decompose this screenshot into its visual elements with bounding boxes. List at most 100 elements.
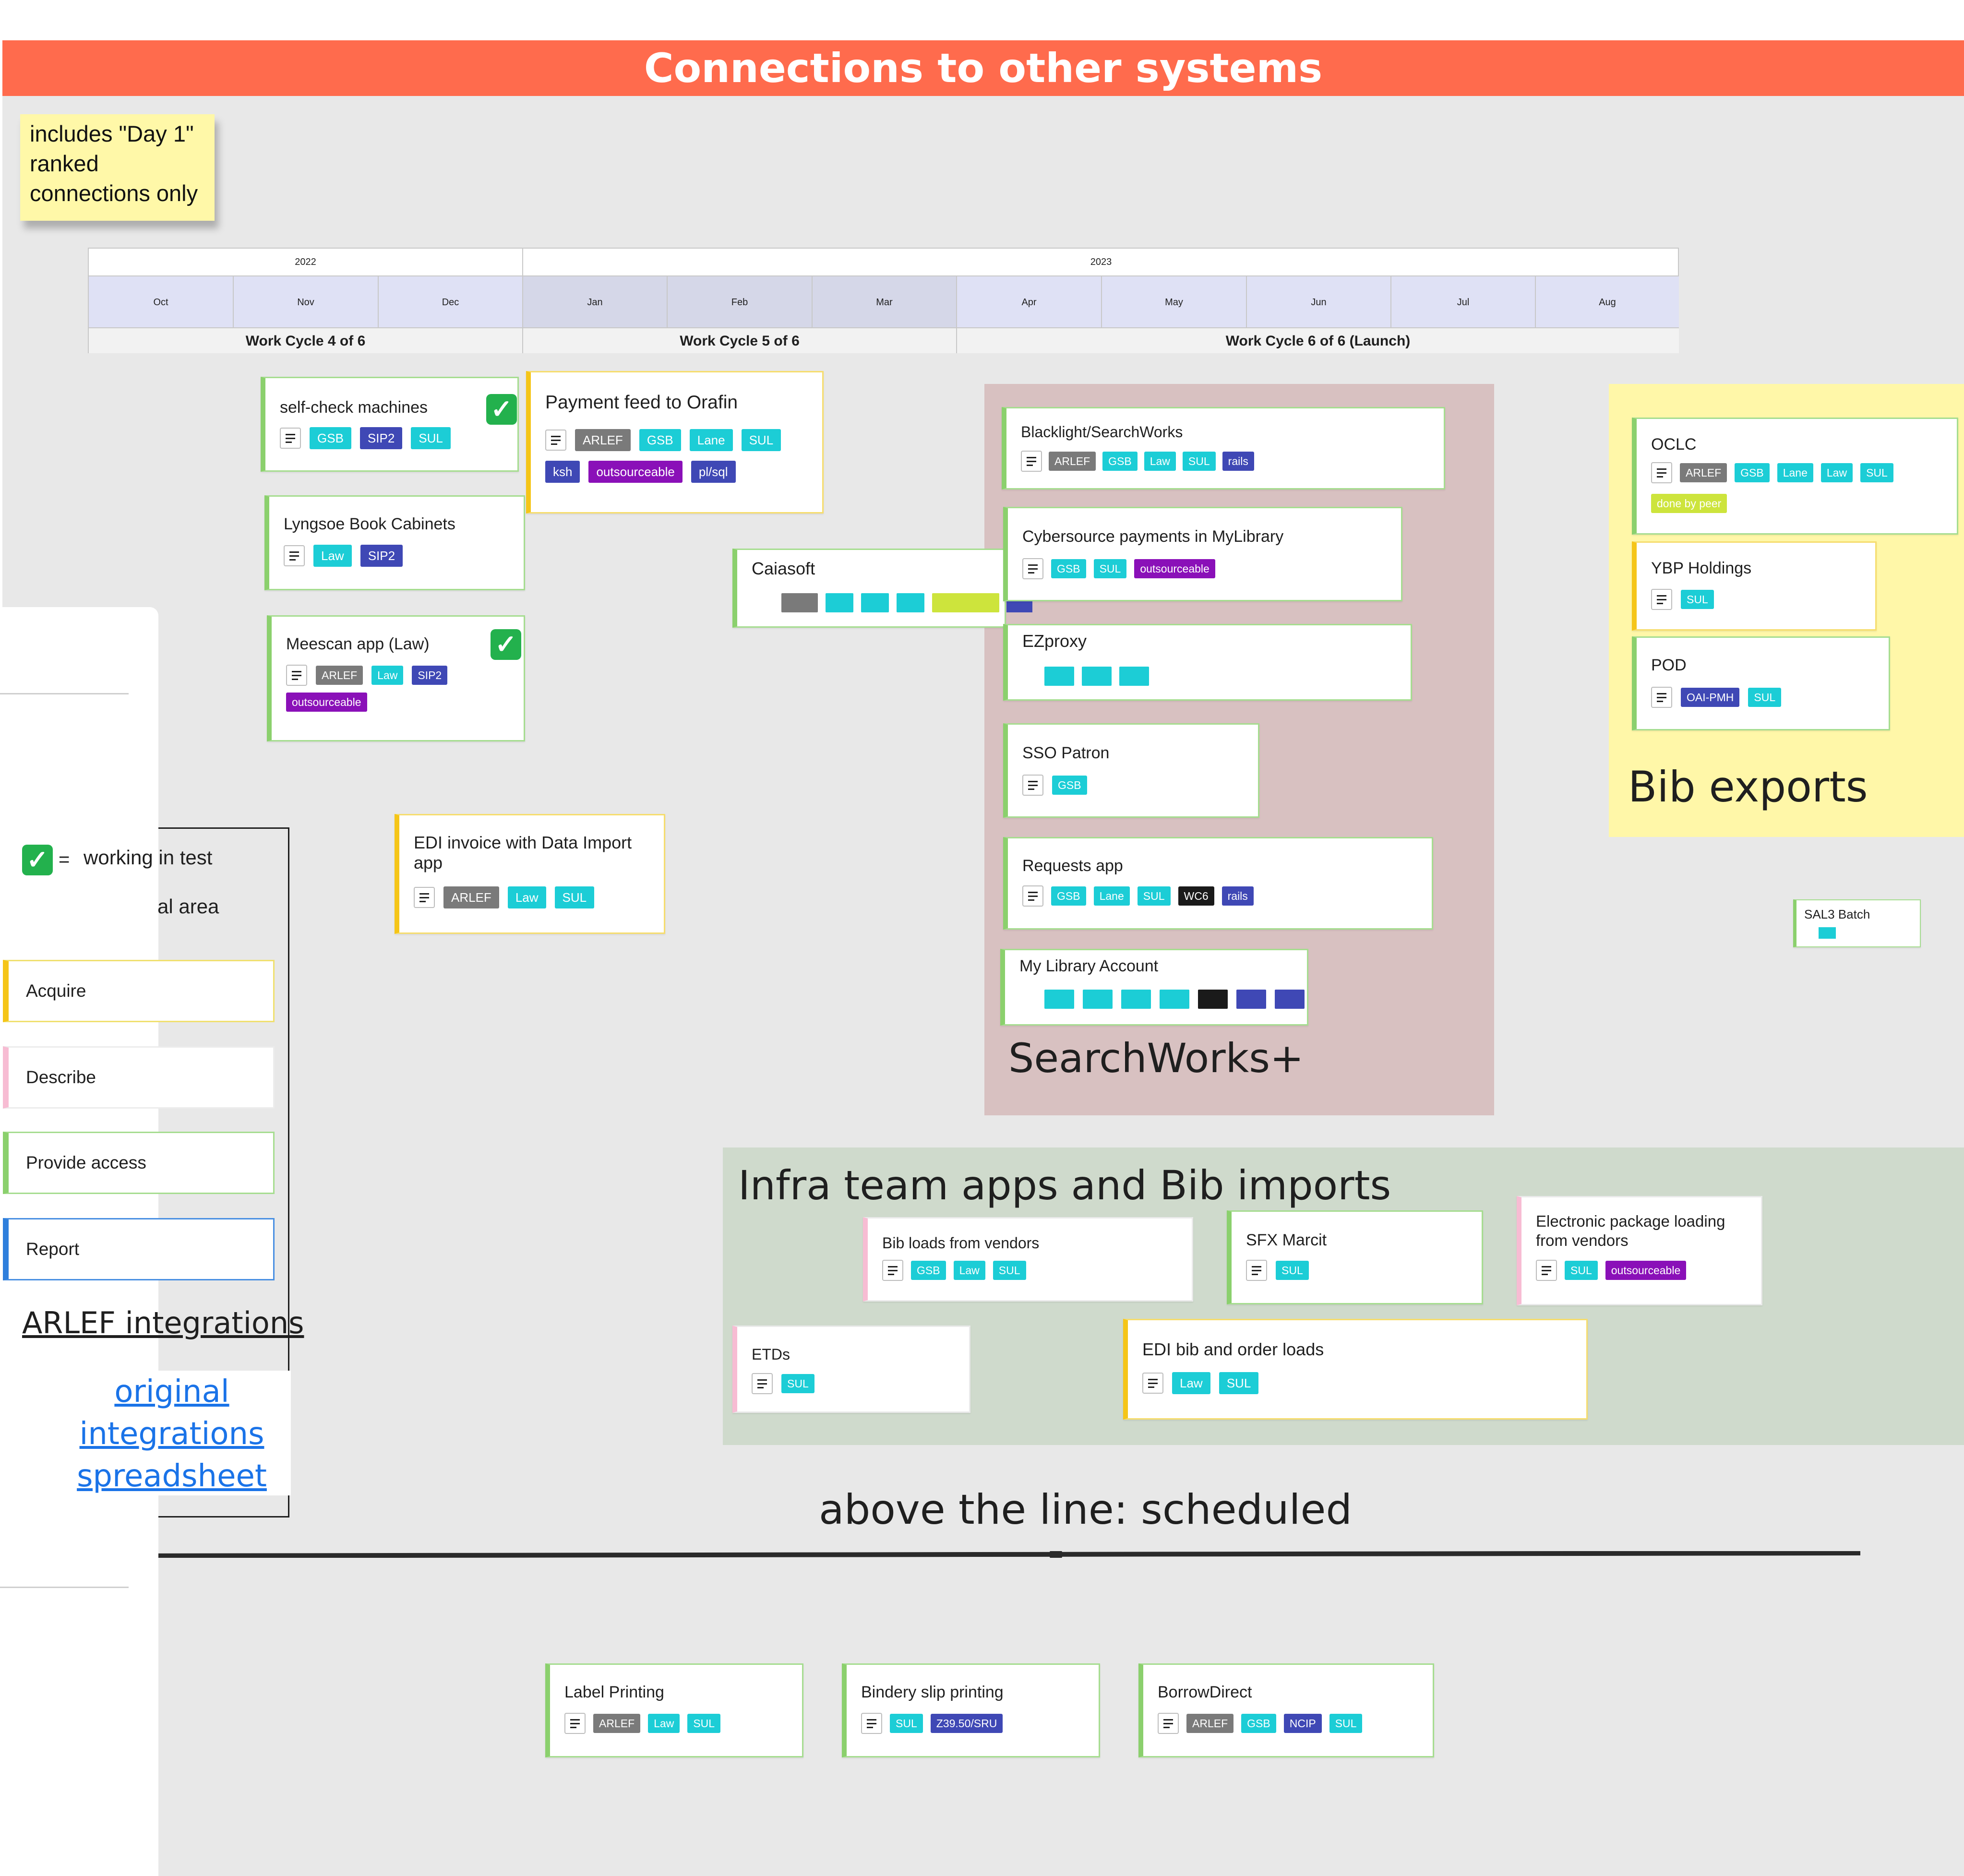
description-icon[interactable] xyxy=(1022,775,1043,796)
tag: Law xyxy=(953,1261,985,1280)
legend-item-describe[interactable]: Describe xyxy=(3,1046,275,1109)
description-icon[interactable] xyxy=(284,545,305,566)
region-title: Infra team apps and Bib imports xyxy=(738,1162,1391,1209)
spreadsheet-link[interactable]: original xyxy=(114,1374,229,1410)
description-icon[interactable] xyxy=(861,1713,882,1734)
card-label-printing[interactable]: Label Printing ARLEF Law SUL xyxy=(545,1663,803,1757)
card-sfx-marcit[interactable]: SFX Marcit SUL xyxy=(1227,1210,1483,1304)
timeline[interactable]: 2022 2023 Oct Nov Dec Jan Feb Mar Apr Ma… xyxy=(88,248,1679,353)
legend-item-acquire[interactable]: Acquire xyxy=(3,960,275,1022)
card-title: YBP Holdings xyxy=(1651,559,1752,577)
card-bindery-slip-printing[interactable]: Bindery slip printing SUL Z39.50/SRU xyxy=(842,1663,1100,1757)
scheduled-divider-label: above the line: scheduled xyxy=(819,1486,1353,1534)
timeline-month: Oct xyxy=(89,275,234,327)
card-ybp-holdings[interactable]: YBP Holdings SUL xyxy=(1632,541,1877,631)
board-title-banner: Connections to other systems xyxy=(2,40,1964,96)
timeline-month: Jun xyxy=(1247,275,1391,327)
legend-bracket xyxy=(158,827,289,1518)
card-meescan-app[interactable]: Meescan app (Law) ✓ ARLEF Law SIP2 outso… xyxy=(267,615,525,741)
card-title: EDI bib and order loads xyxy=(1142,1339,1324,1359)
spreadsheet-link[interactable]: spreadsheet xyxy=(77,1458,267,1494)
card-title: Blacklight/SearchWorks xyxy=(1021,423,1183,441)
card-edi-bib-order-loads[interactable]: EDI bib and order loads Law SUL xyxy=(1123,1319,1588,1420)
tag: Z39.50/SRU xyxy=(930,1714,1003,1733)
tag: SIP2 xyxy=(360,545,403,567)
tag: SUL xyxy=(554,886,595,908)
card-oclc[interactable]: OCLC ARLEF GSB Lane Law SUL done by peer xyxy=(1632,418,1958,535)
tag: SUL xyxy=(411,427,451,449)
card-my-library-account[interactable]: My Library Account xyxy=(1000,949,1308,1026)
legend-item-provide-access[interactable]: Provide access xyxy=(3,1132,275,1194)
tag: Law xyxy=(1144,452,1176,471)
card-blacklight-searchworks[interactable]: Blacklight/SearchWorks ARLEF GSB Law SUL… xyxy=(1002,407,1445,490)
card-title: self-check machines xyxy=(280,398,428,417)
check-mark-icon: ✓ xyxy=(22,845,53,875)
description-icon[interactable] xyxy=(1022,558,1043,579)
description-icon[interactable] xyxy=(1651,687,1672,708)
sticky-note[interactable]: includes "Day 1" ranked connections only xyxy=(20,114,215,221)
timeline-month: Jan xyxy=(523,275,668,327)
timeline-month: Apr xyxy=(957,275,1102,327)
description-icon[interactable] xyxy=(752,1373,773,1394)
card-title: ETDs xyxy=(752,1346,790,1363)
tag: Law xyxy=(648,1714,680,1733)
description-icon[interactable] xyxy=(1142,1373,1163,1394)
card-self-check-machines[interactable]: self-check machines ✓ GSB SIP2 SUL xyxy=(261,377,519,472)
card-electronic-package-loading[interactable]: Electronic package loading from vendors … xyxy=(1517,1196,1762,1305)
card-borrowdirect[interactable]: BorrowDirect ARLEF GSB NCIP SUL xyxy=(1138,1663,1434,1757)
card-cybersource-payments[interactable]: Cybersource payments in MyLibrary GSB SU… xyxy=(1003,507,1402,601)
tag: outsourceable xyxy=(286,693,367,712)
legend-item-report[interactable]: Report xyxy=(3,1218,275,1280)
legend-check-label: working in test xyxy=(84,846,213,869)
card-edi-invoice[interactable]: EDI invoice with Data Import app ARLEF L… xyxy=(395,814,665,934)
description-icon[interactable] xyxy=(286,665,307,686)
spreadsheet-link-box[interactable]: original integrations spreadsheet xyxy=(53,1371,291,1495)
tag-swatch xyxy=(1236,990,1266,1009)
card-title: Label Printing xyxy=(564,1683,664,1701)
card-payment-feed-orafin[interactable]: Payment feed to Orafin ARLEF GSB Lane SU… xyxy=(526,371,824,514)
card-sal3-batch[interactable]: SAL3 Batch xyxy=(1793,899,1921,947)
description-icon[interactable] xyxy=(1022,885,1043,907)
tag: SIP2 xyxy=(412,666,448,685)
description-icon[interactable] xyxy=(564,1713,586,1734)
description-icon[interactable] xyxy=(545,430,566,451)
tag-swatch xyxy=(932,593,999,612)
tag: SUL xyxy=(1276,1261,1309,1280)
schedule-divider-line[interactable] xyxy=(109,1551,1860,1558)
spreadsheet-link[interactable]: integrations xyxy=(79,1416,264,1452)
tag: ARLEF xyxy=(593,1714,641,1733)
card-pod[interactable]: POD OAI-PMH SUL xyxy=(1632,636,1890,730)
card-title: Meescan app (Law) xyxy=(286,635,430,653)
tag: Law xyxy=(1820,463,1853,482)
description-icon[interactable] xyxy=(1158,1713,1179,1734)
description-icon[interactable] xyxy=(280,428,301,449)
card-ezproxy[interactable]: EZproxy xyxy=(1003,624,1412,701)
timeline-year-2023: 2023 xyxy=(1090,257,1112,267)
card-etds[interactable]: ETDs SUL xyxy=(732,1326,970,1413)
description-icon[interactable] xyxy=(1021,451,1042,472)
card-title: My Library Account xyxy=(1019,957,1159,975)
card-bib-loads-from-vendors[interactable]: Bib loads from vendors GSB Law SUL xyxy=(863,1217,1193,1302)
tag: GSB xyxy=(1051,559,1086,578)
tag: pl/sql xyxy=(691,461,736,483)
description-icon[interactable] xyxy=(1651,462,1672,483)
tag: SUL xyxy=(1748,688,1782,707)
description-icon[interactable] xyxy=(1651,589,1672,610)
tag-swatch xyxy=(1160,990,1189,1009)
card-lyngsoe-book-cabinets[interactable]: Lyngsoe Book Cabinets Law SIP2 xyxy=(264,495,525,590)
card-title: SSO Patron xyxy=(1022,744,1110,762)
timeline-year-2022: 2022 xyxy=(89,249,523,275)
timeline-month: Dec xyxy=(379,275,523,327)
sticky-line-2: ranked xyxy=(30,151,99,176)
tag: SIP2 xyxy=(359,427,403,449)
description-icon[interactable] xyxy=(1536,1260,1557,1281)
card-sso-patron[interactable]: SSO Patron GSB xyxy=(1003,723,1259,818)
description-icon[interactable] xyxy=(882,1260,903,1281)
description-icon[interactable] xyxy=(414,887,435,908)
tag: SUL xyxy=(1681,590,1714,609)
card-caiasoft[interactable]: Caiasoft xyxy=(732,549,1006,628)
description-icon[interactable] xyxy=(1246,1260,1267,1281)
card-title-line: EDI invoice with Data Import xyxy=(414,833,632,852)
tag-swatch xyxy=(1119,667,1149,686)
card-requests-app[interactable]: Requests app GSB Lane SUL WC6 rails xyxy=(1003,837,1433,930)
